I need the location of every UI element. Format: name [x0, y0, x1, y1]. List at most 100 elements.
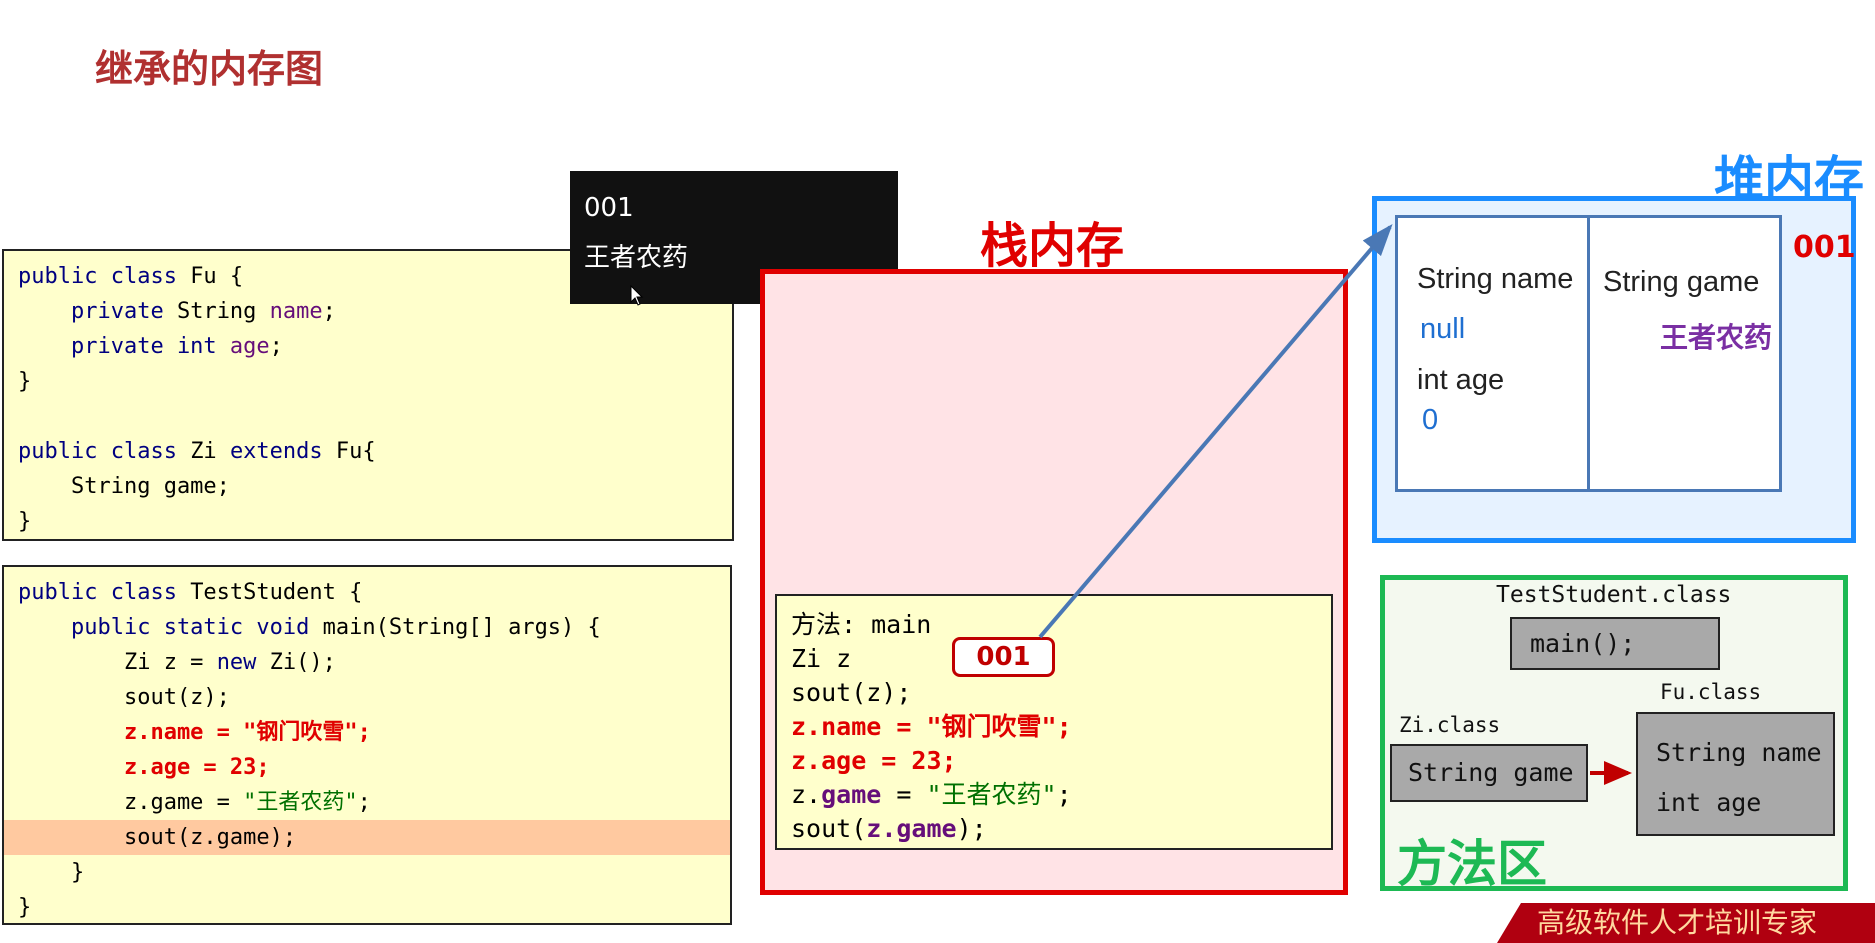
fu-field-name: String name [1656, 738, 1822, 767]
code-block-teststudent: public class TestStudent { public static… [2, 565, 732, 925]
page-title: 继承的内存图 [95, 47, 324, 91]
code-line: z.age = 23; [18, 750, 730, 785]
code-line: } [18, 890, 730, 925]
code-token: public class [18, 264, 191, 289]
stack-title: 栈内存 [980, 218, 1125, 274]
fu-class-box: String name int age [1636, 712, 1835, 836]
code-line: String game; [18, 469, 732, 504]
code-token: z.game = [18, 790, 244, 815]
footer-banner: 高级软件人才培训专家 [1497, 903, 1875, 943]
method-area-title: 方法区 [1397, 835, 1547, 893]
object-divider [1587, 215, 1590, 492]
field-name-label: String name [1417, 263, 1574, 295]
reference-badge: 001 [952, 637, 1055, 677]
code-line: z.name = "钢门吹雪"; [18, 715, 730, 750]
field-name-value: null [1420, 313, 1466, 345]
code-token: z. [791, 780, 822, 809]
code-line: private int age; [18, 329, 732, 364]
code-line: sout(z.game); [4, 820, 730, 855]
code-token: public class [18, 580, 191, 605]
code-token: sout( [791, 814, 867, 843]
code-token: ; [322, 299, 336, 324]
code-line: z.game = "王者农药"; [791, 778, 1317, 812]
field-age-value: 0 [1422, 404, 1439, 436]
code-line: z.game = "王者农药"; [18, 785, 730, 820]
code-token: z.game [866, 814, 957, 843]
code-token: } [18, 509, 32, 534]
code-token: ; [269, 334, 283, 359]
code-line: } [18, 504, 732, 539]
frame-lines: 方法: main Zi z sout(z); z.name = "钢门吹雪"; z.ag… [791, 608, 1317, 846]
code-token: main(String[] args) { [322, 615, 601, 640]
code-token: 方法: main [791, 610, 932, 639]
code-token: ; [1056, 780, 1072, 809]
code-token: sout(z); [18, 685, 230, 710]
code-line: 方法: main [791, 608, 1317, 642]
field-game-value: 王者农药 [1660, 321, 1773, 354]
code-line: sout(z); [18, 680, 730, 715]
code-line: z.name = "钢门吹雪"; [791, 710, 1317, 744]
footer-text: 高级软件人才培训专家 [1537, 906, 1818, 939]
code-token: } [18, 860, 85, 885]
main-method-label: main(); [1530, 629, 1636, 658]
code-token: } [18, 895, 32, 920]
object-address: 001 [1793, 230, 1856, 265]
code-token: Zi z [791, 644, 852, 673]
teststudent-class-label: TestStudent.class [1496, 582, 1732, 608]
code-line: private String name; [18, 294, 732, 329]
zi-class-label: Zi.class [1399, 713, 1501, 737]
code-token: age [229, 334, 270, 359]
tooltip-address: 001 [584, 193, 634, 223]
code-line: public class TestStudent { [18, 575, 730, 610]
main-stack-frame: 方法: main Zi z sout(z); z.name = "钢门吹雪"; z.ag… [775, 594, 1333, 850]
cursor-icon [630, 284, 644, 307]
code-line: z.age = 23; [791, 744, 1317, 778]
code-token: z.age = 23; [18, 755, 270, 780]
code-line: } [18, 855, 730, 890]
code-token: name [269, 299, 323, 324]
code-line: Zi z [791, 642, 1317, 676]
code-lines-fu-zi: public class Fu { private String name; p… [18, 259, 732, 539]
code-token: sout(z.game); [18, 825, 297, 850]
fu-field-age: int age [1656, 788, 1762, 817]
fu-class-label: Fu.class [1660, 680, 1762, 704]
code-line: sout(z); [791, 676, 1317, 710]
value-tooltip: 001 王者农药 [570, 171, 898, 304]
code-token: ); [956, 814, 987, 843]
field-age-label: int age [1417, 364, 1505, 396]
code-token: private [18, 299, 177, 324]
code-token: private int [18, 334, 230, 359]
code-line: } [18, 364, 732, 399]
code-token: extends [229, 439, 336, 464]
zi-class-box: String game [1390, 744, 1588, 802]
code-token: public class [18, 439, 191, 464]
zi-field-game: String game [1408, 758, 1574, 787]
code-token: TestStudent { [190, 580, 363, 605]
teststudent-main-method: main(); [1510, 617, 1720, 670]
code-line: public class Zi extends Fu{ [18, 434, 732, 469]
code-token: z.name = "钢门吹雪"; [18, 720, 371, 745]
code-token: z.name = "钢门吹雪"; [791, 712, 1072, 741]
code-line: sout(z.game); [791, 812, 1317, 846]
code-token: sout(z); [791, 678, 912, 707]
code-token: Zi z = [18, 650, 217, 675]
code-token: String [176, 299, 270, 324]
code-token: String game; [18, 474, 230, 499]
code-token: new [216, 650, 270, 675]
code-token: game [821, 780, 882, 809]
code-line: public class Fu { [18, 259, 732, 294]
code-line: public static void main(String[] args) { [18, 610, 730, 645]
code-token: ; [357, 790, 371, 815]
reference-arrow [1038, 223, 1393, 639]
field-game-label: String game [1603, 266, 1760, 298]
code-token: Zi(); [269, 650, 336, 675]
code-token: = [881, 780, 927, 809]
code-token: z.age = 23; [791, 746, 957, 775]
code-token: } [18, 369, 32, 394]
code-token: Fu { [190, 264, 244, 289]
code-line: Zi z = new Zi(); [18, 645, 730, 680]
code-token: "王者农药" [243, 790, 358, 815]
arrows-layer [1038, 223, 1632, 785]
code-token: "王者农药" [926, 780, 1057, 809]
tooltip-value: 王者农药 [584, 243, 689, 273]
